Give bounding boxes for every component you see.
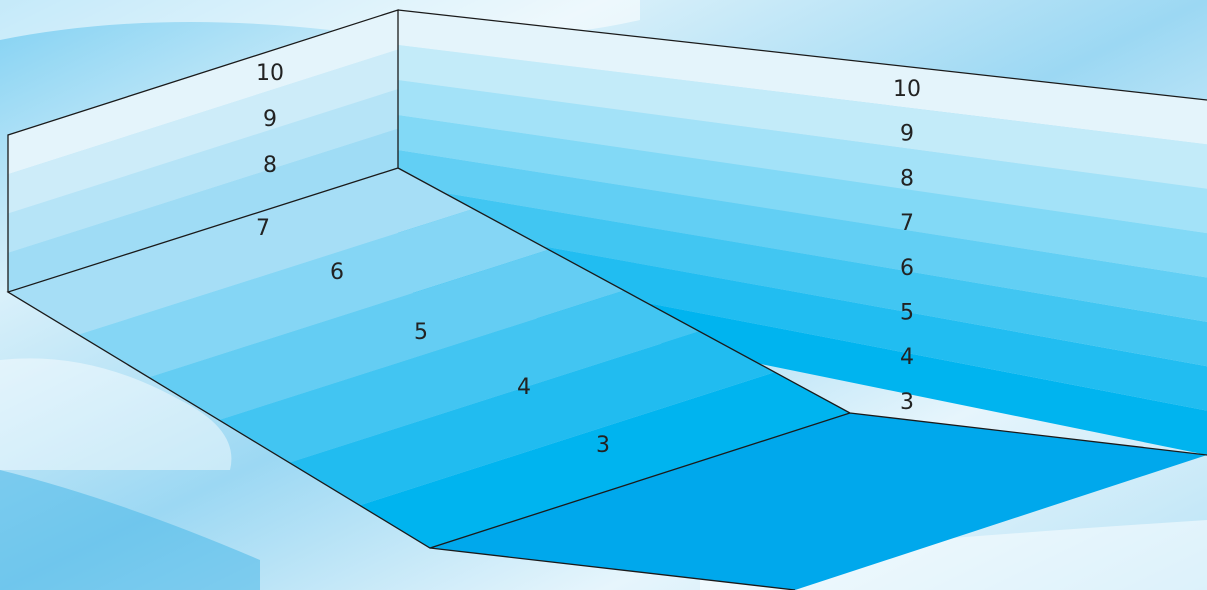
depth-band <box>219 290 700 463</box>
depth-band <box>398 10 1207 145</box>
sloped-floor <box>8 168 850 548</box>
depth-band <box>398 150 1207 322</box>
back-wall-depth-label: 3 <box>900 390 914 415</box>
back-wall-depth-label: 9 <box>900 122 914 147</box>
pool-edges <box>6 9 1207 590</box>
slope-depth-label: 3 <box>596 433 610 458</box>
back-wall-depth-label: 5 <box>900 301 914 326</box>
depth-band <box>78 208 549 378</box>
back-wall <box>398 10 1207 455</box>
depth-band <box>289 331 775 506</box>
back-wall-depth-label: 7 <box>900 211 914 236</box>
depth-band <box>148 249 624 420</box>
back-wall-depth-label: 6 <box>900 256 914 281</box>
depth-band <box>398 220 1207 411</box>
depth-band <box>8 10 398 175</box>
backdrop-highlight <box>0 358 232 470</box>
left-wall <box>8 10 398 292</box>
backdrop-shadow <box>0 470 260 590</box>
pool-outline <box>6 9 1207 590</box>
depth-band <box>8 89 398 253</box>
slope-depth-label: 6 <box>330 260 344 285</box>
back-wall-depth-label: 8 <box>900 166 914 191</box>
back-wall-depth-label: 10 <box>893 77 921 102</box>
slope-depth-label: 4 <box>517 375 531 400</box>
depth-band <box>359 372 850 548</box>
depth-band <box>398 80 1207 234</box>
depth-band <box>398 45 1207 189</box>
deep-floor <box>430 413 1207 590</box>
depth-band <box>8 168 474 335</box>
left-wall-depth-label: 8 <box>263 153 277 178</box>
left-wall-depth-label: 9 <box>263 107 277 132</box>
slope-depth-label: 7 <box>256 216 270 241</box>
depth-band <box>8 49 398 214</box>
back-wall-depth-label: 4 <box>900 345 914 370</box>
slope-depth-label: 5 <box>414 320 428 345</box>
depth-band <box>398 185 1207 367</box>
left-wall-depth-label: 10 <box>256 61 284 86</box>
depth-band <box>398 115 1207 278</box>
depth-band <box>8 128 398 292</box>
depth-labels: 10 9 8 7 6 5 4 3 10 9 8 7 6 5 4 3 <box>256 61 921 458</box>
